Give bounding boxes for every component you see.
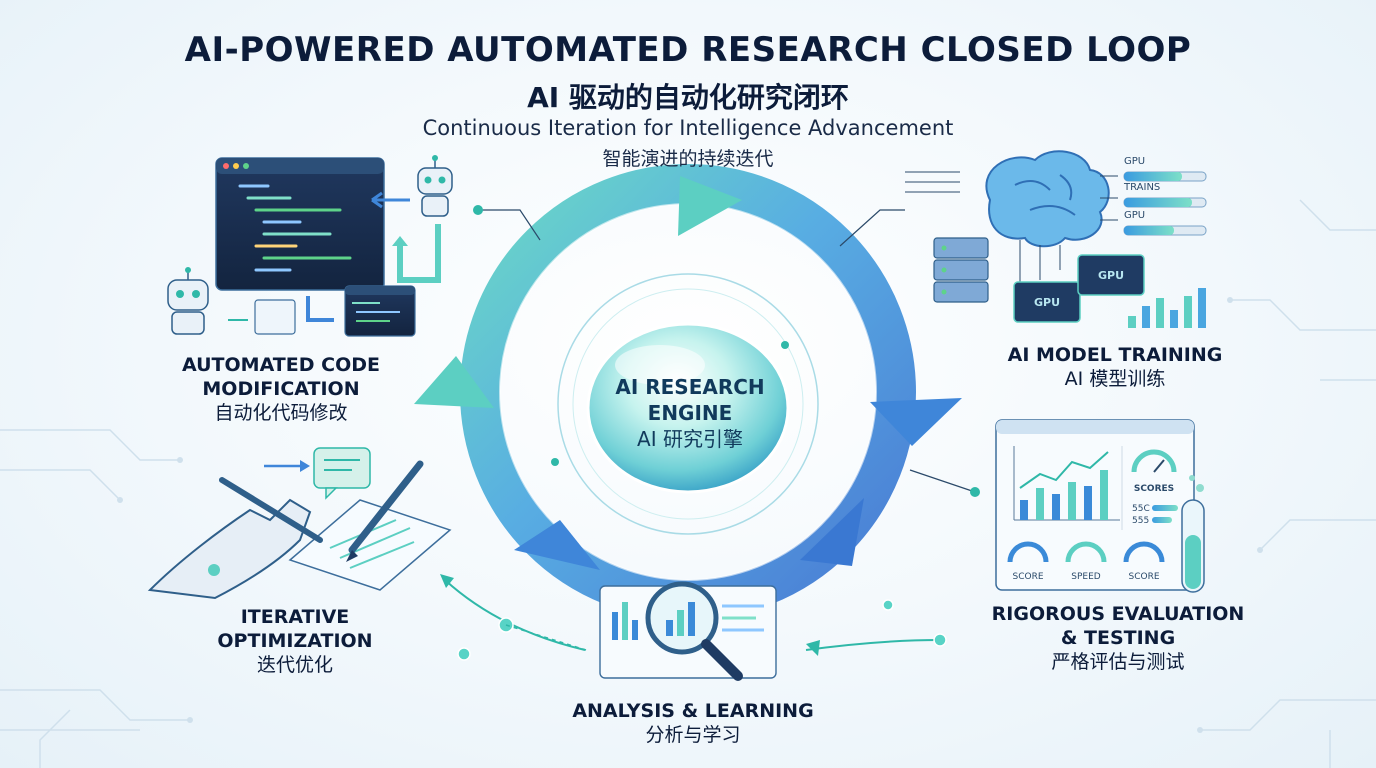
panel-text-row2: 555	[1132, 516, 1149, 526]
chat-bubble-icon	[313, 447, 371, 500]
page-subtitle-cn: 智能演进的持续迭代	[602, 148, 774, 170]
server-icon	[933, 237, 989, 303]
ring-arrowhead-right	[870, 398, 962, 446]
stage-optimization-title: ITERATIVE	[240, 606, 350, 628]
stage-evaluation-title-2: & TESTING	[1060, 626, 1176, 649]
engine-label-line2: ENGINE	[647, 401, 733, 425]
panel-text-gpu2: GPU	[1098, 269, 1124, 282]
panel-text-g3: SCORE	[1128, 572, 1159, 582]
dashboard-icon: SCORES 55C 555 SCORE SPEED SCORE	[995, 419, 1195, 591]
stage-analysis-title: ANALYSIS & LEARNING	[572, 700, 814, 722]
resource-bar-label-1: GPU	[1124, 156, 1146, 167]
brain-icon	[985, 150, 1110, 248]
robot-icon	[167, 267, 209, 335]
ring-arrowhead-top	[678, 176, 742, 236]
stage-code-title: AUTOMATED CODE	[182, 354, 380, 376]
ring-arrowhead-bottom-left	[514, 520, 600, 570]
engine-label: AI RESEARCH ENGINE AI 研究引擎	[590, 374, 790, 452]
stage-evaluation-title-cn: 严格评估与测试	[1051, 650, 1185, 673]
robot-icon	[417, 155, 453, 217]
panel-text-gpu1: GPU	[1034, 296, 1060, 309]
stage-analysis-title-cn: 分析与学习	[645, 723, 741, 746]
circuit-decoration	[0, 199, 1376, 768]
ring-arrowhead-left	[414, 356, 494, 408]
panel-text-row1: 55C	[1132, 504, 1150, 514]
resource-bar-label-3: GPU	[1124, 210, 1146, 221]
stage-optimization-title-cn: 迭代优化	[256, 653, 333, 676]
ring-arrowhead-bottom-right	[800, 498, 864, 566]
stage-optimization-title-2: OPTIMIZATION	[217, 629, 373, 652]
code-window-icon	[344, 285, 416, 337]
notepad-icon	[288, 499, 452, 591]
robot-hand-icon	[147, 477, 323, 600]
panel-text-g2: SPEED	[1071, 572, 1101, 582]
stage-code-title-cn: 自动化代码修改	[214, 401, 348, 424]
panel-text-scores: SCORES	[1134, 484, 1174, 494]
page-subtitle: Continuous Iteration for Intelligence Ad…	[422, 116, 954, 140]
stage-training-title: AI MODEL TRAINING	[1007, 344, 1223, 366]
stage-evaluation-title: RIGOROUS EVALUATION	[991, 603, 1245, 625]
panel-text-g1: SCORE	[1012, 572, 1043, 582]
code-window-icon	[215, 157, 385, 291]
engine-label-line3: AI 研究引擎	[637, 427, 743, 451]
stage-code-label: AUTOMATED CODE MODIFICATION 自动化代码修改	[150, 354, 412, 425]
page-title: AI-POWERED AUTOMATED RESEARCH CLOSED LOO…	[184, 30, 1192, 70]
stage-analysis-label: ANALYSIS & LEARNING 分析与学习	[548, 700, 838, 748]
gpu-chip-icon: GPU	[1013, 281, 1081, 323]
training-bars-chart	[1128, 288, 1206, 328]
page-title-cn: AI 驱动的自动化研究闭环	[527, 81, 849, 114]
test-tube-icon	[1181, 475, 1205, 593]
stage-code-title-2: MODIFICATION	[202, 377, 360, 400]
stage-training-label: AI MODEL TRAINING AI 模型训练	[980, 344, 1250, 392]
resource-bar-label-2: TRAINS	[1124, 182, 1161, 193]
arrow-icon	[371, 191, 410, 209]
stage-evaluation-label: RIGOROUS EVALUATION & TESTING 严格评估与测试	[968, 603, 1268, 674]
stage-training-title-cn: AI 模型训练	[1064, 367, 1166, 390]
pen-icon	[346, 460, 424, 562]
loop-arrow-icon	[397, 224, 441, 283]
magnifier-icon	[645, 581, 743, 681]
resource-bars	[1123, 171, 1207, 236]
engine-label-line1: AI RESEARCH	[615, 375, 765, 399]
stage-optimization-label: ITERATIVE OPTIMIZATION 迭代优化	[190, 606, 400, 677]
gpu-chip-icon: GPU	[1077, 254, 1145, 296]
